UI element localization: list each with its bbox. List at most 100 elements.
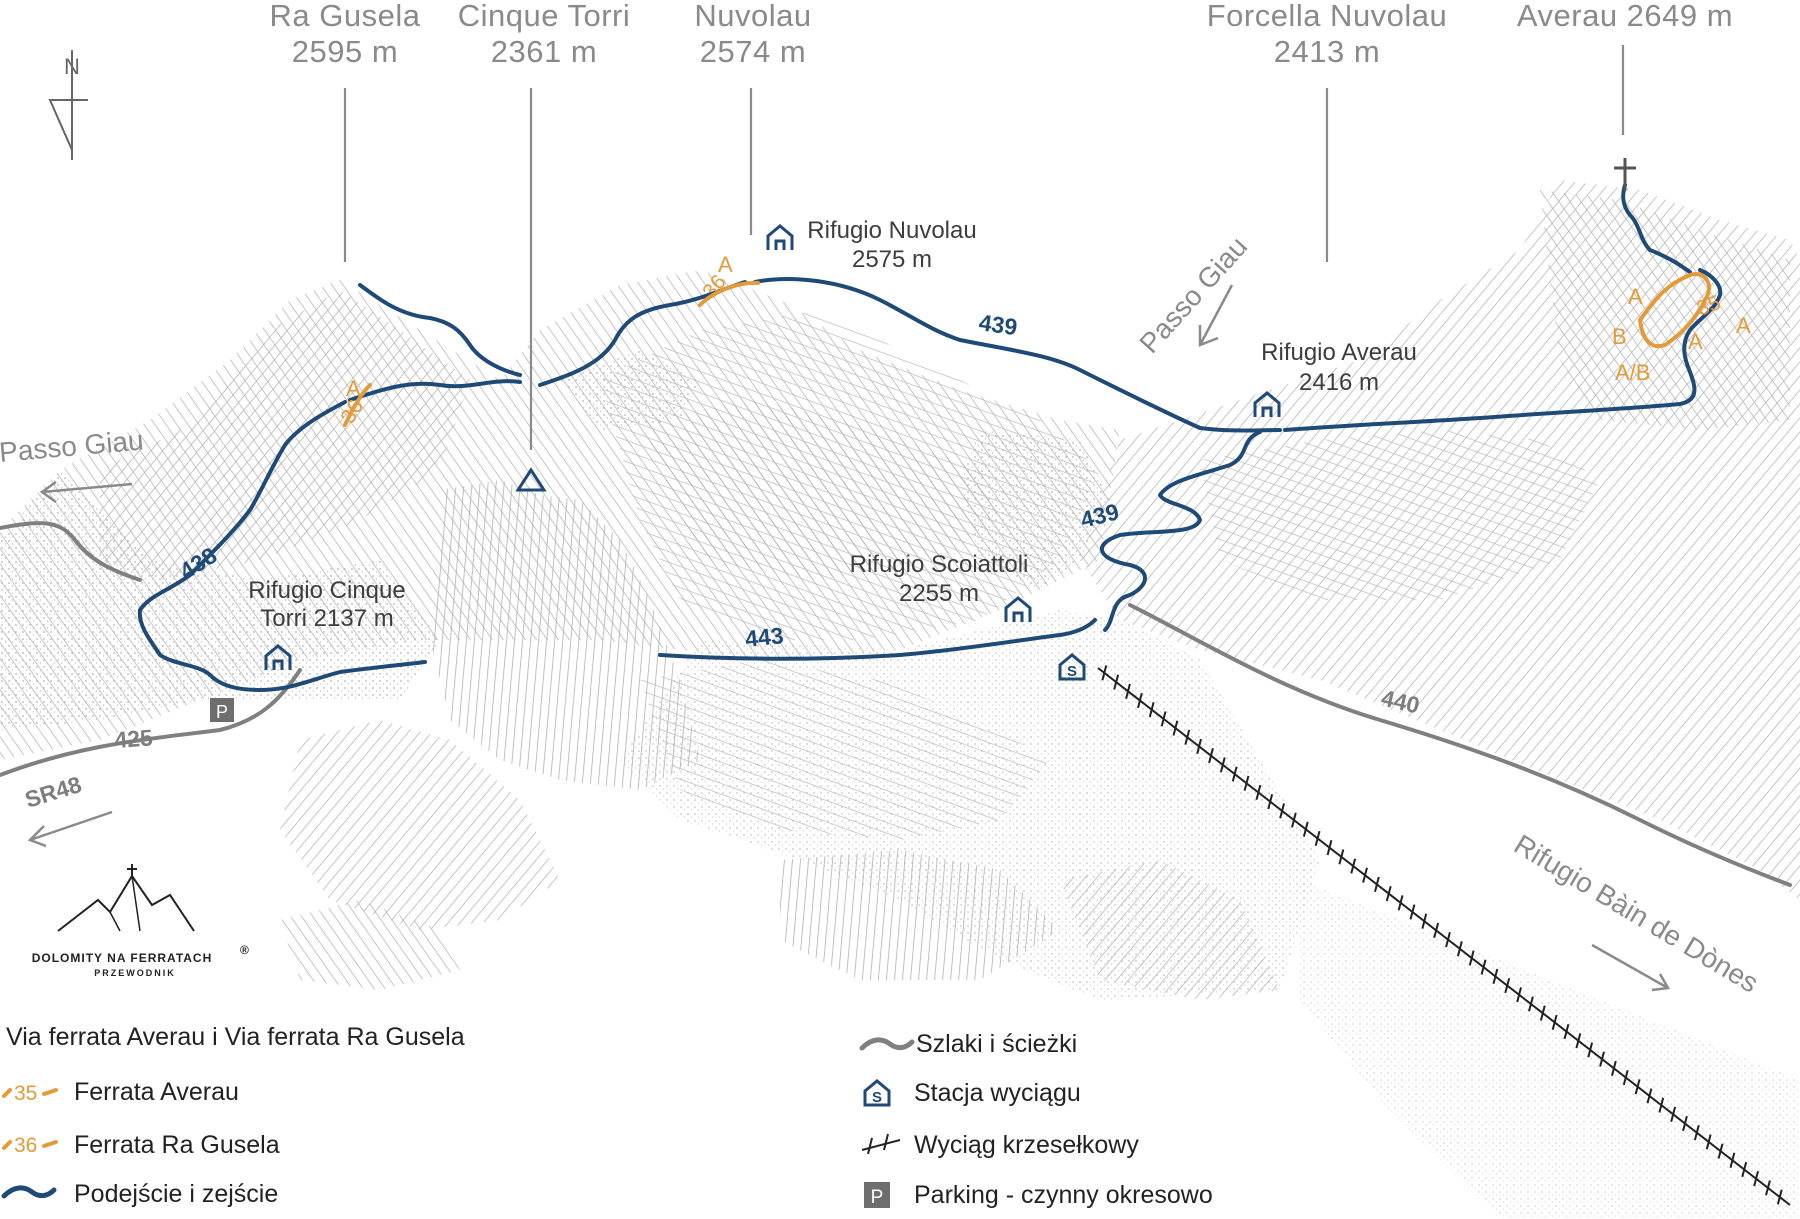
peak-elev-ra-gusela: 2595 m bbox=[292, 34, 398, 69]
chairlift-tick bbox=[1184, 729, 1191, 745]
chairlift-tick bbox=[1504, 977, 1511, 994]
chairlift-tick bbox=[1765, 1180, 1771, 1196]
svg-text:P: P bbox=[216, 702, 228, 722]
chairlift-tick bbox=[1314, 830, 1321, 847]
chairlift-tick bbox=[1445, 931, 1451, 948]
ferrata-36-nuvolau bbox=[698, 280, 760, 307]
hut-name-nuvolau: Rifugio Nuvolau bbox=[807, 217, 976, 244]
chairlift-tick bbox=[1456, 941, 1463, 957]
trail-ragusela-top bbox=[358, 283, 522, 377]
brand-logo: DOLOMITY NA FERRATACH ® PRZEWODNIK bbox=[32, 864, 249, 978]
trail-439-lower bbox=[1099, 430, 1262, 632]
peak-name-ra-gusela: Ra Gusela bbox=[270, 0, 421, 33]
approach-trails bbox=[137, 183, 1723, 692]
brand-mountain-icon bbox=[57, 874, 195, 932]
legend-chairlift: Wyciąg krzesełkowy bbox=[861, 1131, 1139, 1159]
chairlift-tick bbox=[1468, 950, 1475, 966]
peak-elev-forcella-nuvolau: 2413 m bbox=[1274, 34, 1380, 69]
svg-text:Passo Giau: Passo Giau bbox=[1133, 231, 1253, 359]
chairlift-tick bbox=[1267, 794, 1274, 810]
hut-icon-averau bbox=[1253, 391, 1281, 417]
chairlift-tick bbox=[1279, 803, 1285, 819]
chairlift-tick bbox=[1611, 1060, 1617, 1076]
chairlift-tick bbox=[1338, 849, 1345, 865]
legend: Via ferrata Averau i Via ferrata Ra Guse… bbox=[1, 1023, 1213, 1209]
peak-name-nuvolau: Nuvolau bbox=[694, 0, 811, 33]
chairlift-tick bbox=[1125, 683, 1131, 699]
svg-text:S: S bbox=[872, 1089, 882, 1106]
legend-paths-label: Szlaki i ścieżki bbox=[916, 1030, 1077, 1058]
chairlift-tick bbox=[1634, 1079, 1641, 1095]
chairlift-cable bbox=[1097, 667, 1791, 1206]
chairlift-tick bbox=[1326, 840, 1333, 856]
svg-text:Rifugio Bàin de Dònes: Rifugio Bàin de Dònes bbox=[1509, 829, 1764, 999]
grade-a-averau-2: A bbox=[1688, 329, 1703, 354]
grade-a-ragusela: A bbox=[346, 376, 361, 401]
grade-b-averau: B bbox=[1612, 324, 1627, 349]
ferrata-routes bbox=[343, 272, 1711, 427]
chairlift-line bbox=[1097, 665, 1791, 1206]
legend-paths-swatch bbox=[859, 1037, 915, 1051]
brand-name: DOLOMITY NA FERRATACH bbox=[32, 951, 213, 965]
grade-a-averau-3: A bbox=[1736, 313, 1751, 338]
legend-ferrata-ragusela-label: Ferrata Ra Gusela bbox=[74, 1131, 280, 1159]
trail-438 bbox=[137, 379, 522, 692]
trail-nuvolau bbox=[538, 280, 747, 387]
peak-elev-nuvolau: 2574 m bbox=[700, 34, 806, 69]
hut-name-cinque-torri: Rifugio Cinque bbox=[248, 577, 405, 604]
hut-name-scoiattoli: Rifugio Scoiattoli bbox=[850, 551, 1029, 578]
grade-ab-averau: A/B bbox=[1615, 360, 1650, 385]
chairlift-tick bbox=[1516, 987, 1522, 1003]
chairlift-tick bbox=[1551, 1014, 1558, 1030]
legend-ferrata-36-icon: 36 bbox=[14, 1134, 37, 1157]
hut-elev-scoiattoli: 2255 m bbox=[899, 580, 979, 607]
legend-parking-icon: P bbox=[864, 1182, 890, 1208]
direction-passo-giau-right: Passo Giau bbox=[1133, 231, 1253, 359]
chairlift-tick bbox=[1646, 1088, 1653, 1104]
trail-averau-ridge bbox=[1283, 183, 1723, 432]
chairlift-tick bbox=[1409, 904, 1416, 920]
terrain-hatching bbox=[0, 180, 1800, 1219]
chairlift-tick bbox=[1255, 784, 1262, 801]
chairlift-tick bbox=[1101, 665, 1108, 681]
legend-parking: P Parking - czynny okresowo bbox=[864, 1181, 1213, 1209]
chairlift-tick bbox=[1385, 885, 1392, 902]
chairlift-tick bbox=[1148, 702, 1155, 718]
chairlift-tick bbox=[1528, 996, 1534, 1012]
chairlift-tick bbox=[1243, 775, 1250, 791]
chairlift-tick bbox=[1208, 748, 1214, 764]
ferrata-36-ragusela bbox=[343, 383, 372, 427]
chairlift-tick bbox=[1705, 1134, 1712, 1150]
road-num-sr48: SR48 bbox=[22, 771, 85, 813]
chairlift-tick bbox=[1137, 692, 1143, 709]
chairlift-tick bbox=[1480, 959, 1487, 975]
chairlift-tick bbox=[1302, 821, 1309, 837]
chairlift-tick bbox=[1196, 738, 1202, 755]
peak-elev-cinque-torri: 2361 m bbox=[491, 34, 597, 69]
chairlift-tick bbox=[1729, 1152, 1736, 1168]
peak-name-forcella-nuvolau: Forcella Nuvolau bbox=[1207, 0, 1448, 33]
chairlift-tick bbox=[1219, 757, 1226, 773]
chairlift-tick bbox=[1433, 922, 1440, 939]
road-upper-left bbox=[0, 521, 142, 582]
roads bbox=[0, 521, 1792, 887]
peak-name-averau: Averau 2649 m bbox=[1517, 0, 1733, 33]
legend-ferrata-ragusela: 36 Ferrata Ra Gusela bbox=[2, 1131, 280, 1159]
compass-n-letter: N bbox=[64, 54, 80, 79]
trail-num-439-upper: 439 bbox=[977, 309, 1019, 340]
sr48-arrow bbox=[27, 810, 113, 848]
chairlift-tick bbox=[1658, 1097, 1665, 1113]
chairlift-tick bbox=[1717, 1143, 1724, 1159]
legend-paths: Szlaki i ścieżki bbox=[859, 1030, 1077, 1058]
legend-chairlift-swatch bbox=[861, 1133, 901, 1155]
road-440 bbox=[1128, 603, 1792, 887]
svg-text:P: P bbox=[871, 1187, 884, 1208]
brand-sub: PRZEWODNIK bbox=[94, 968, 176, 978]
compass-north-arrow: N bbox=[48, 50, 88, 160]
summit-cross-icon bbox=[1614, 158, 1636, 190]
legend-ferrata-averau: 35 Ferrata Averau bbox=[2, 1078, 239, 1106]
road-num-425: 425 bbox=[114, 724, 154, 753]
direction-rifugio-bain: Rifugio Bàin de Dònes bbox=[1509, 829, 1764, 999]
legend-approach-swatch bbox=[1, 1185, 57, 1199]
